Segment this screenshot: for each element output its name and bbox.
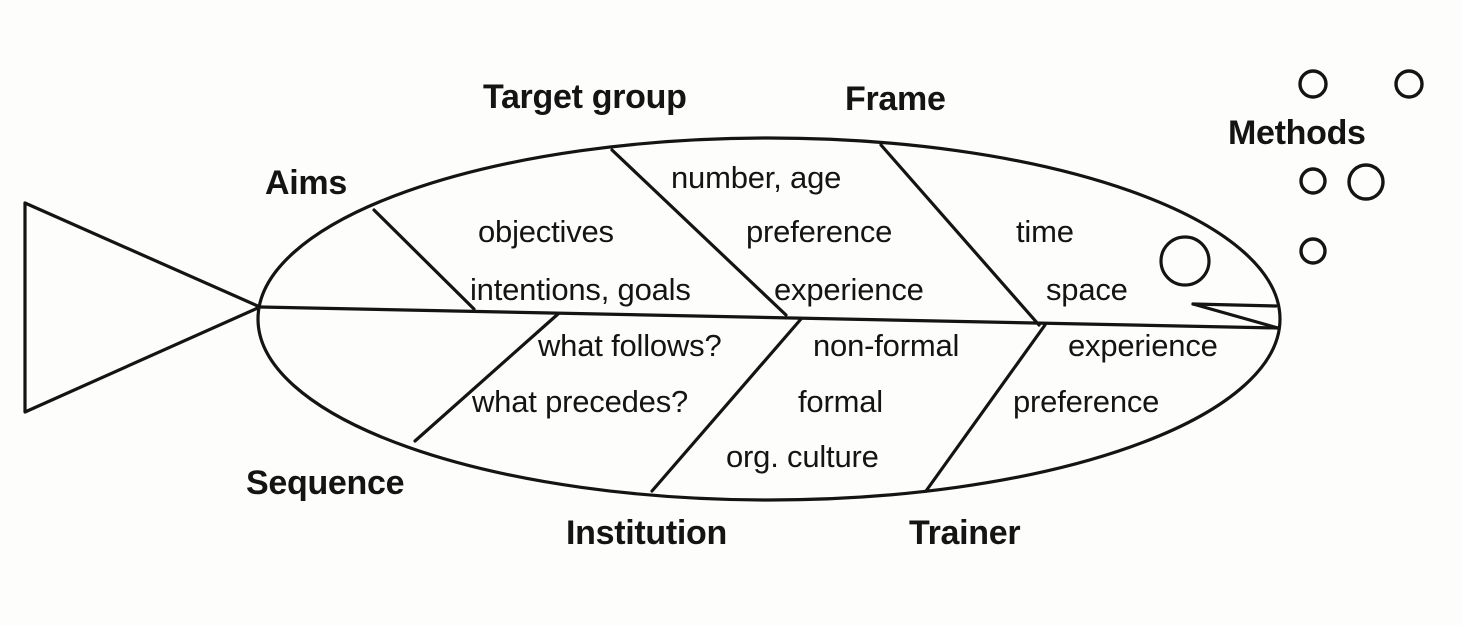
bubble-5	[1299, 237, 1327, 265]
category-label-institution: Institution	[566, 514, 727, 552]
divider-frame-methods	[879, 143, 1041, 327]
cause-label-space: space	[1046, 272, 1128, 307]
cause-label-intentions-goals: intentions, goals	[470, 272, 691, 307]
cause-label-time: time	[1016, 214, 1074, 249]
fish-tail-triangle	[23, 201, 262, 414]
cause-label-experience-upper: experience	[774, 272, 924, 307]
fish-body-ellipse	[256, 136, 1282, 502]
fish-head-fin-line-2	[1191, 302, 1280, 330]
divider-aims-targetgroup	[372, 208, 476, 311]
category-label-methods: Methods	[1228, 114, 1366, 152]
cause-label-number-age: number, age	[671, 160, 842, 195]
category-label-trainer: Trainer	[909, 514, 1021, 552]
cause-label-experience-lower: experience	[1068, 328, 1218, 363]
cause-label-non-formal: non-formal	[813, 328, 960, 363]
cause-label-preference-lower: preference	[1013, 384, 1160, 419]
divider-institution-trainer	[650, 317, 803, 493]
category-label-sequence: Sequence	[246, 464, 405, 502]
cause-label-formal: formal	[798, 384, 883, 419]
cause-label-what-follows: what follows?	[538, 328, 722, 363]
bubble-1	[1298, 69, 1328, 99]
cause-label-objectives: objectives	[478, 214, 614, 249]
fish-eye-circle	[1159, 235, 1211, 287]
bubble-3	[1299, 167, 1327, 195]
fish-head-fin-line	[1191, 302, 1278, 308]
category-label-aims: Aims	[265, 164, 347, 202]
bubble-2	[1394, 69, 1424, 99]
divider-sequence-institution	[413, 312, 560, 443]
cause-label-what-precedes: what precedes?	[472, 384, 689, 419]
cause-label-org-culture: org. culture	[726, 439, 879, 474]
bubble-4	[1347, 163, 1385, 201]
category-label-frame: Frame	[845, 80, 946, 118]
category-label-target-group: Target group	[483, 78, 687, 116]
divider-trainer-methods	[924, 323, 1047, 493]
cause-label-preference-upper: preference	[746, 214, 893, 249]
divider-targetgroup-frame	[610, 148, 788, 317]
fish-spine-line	[258, 305, 1280, 330]
